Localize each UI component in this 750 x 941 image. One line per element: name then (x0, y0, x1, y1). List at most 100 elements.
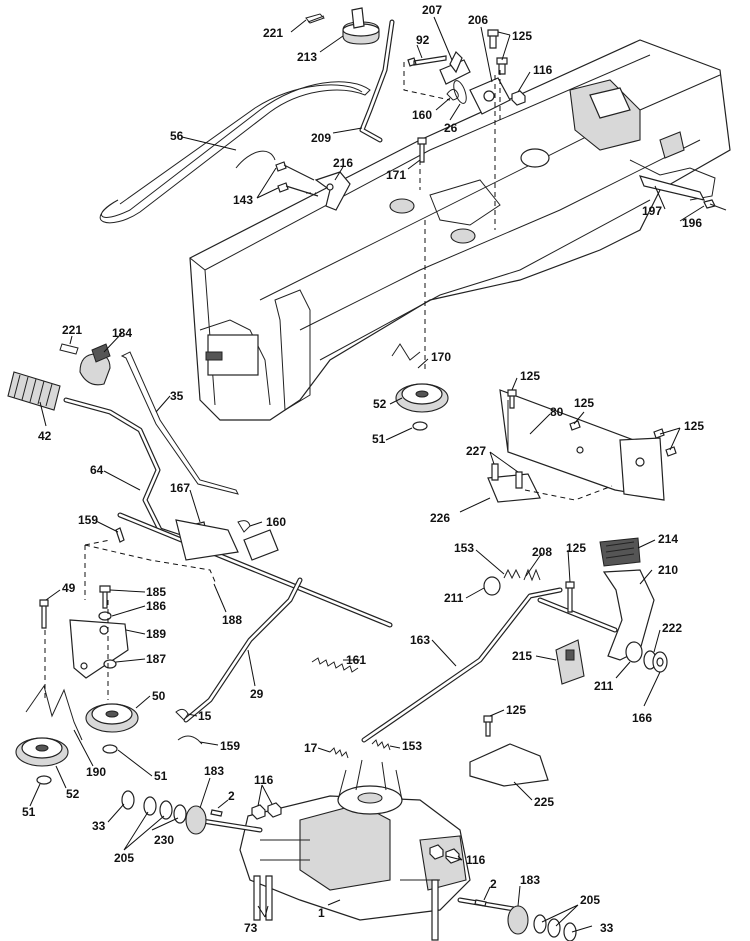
callout-159: 159 (78, 513, 98, 527)
callout-116: 116 (254, 773, 274, 787)
callout-189: 189 (146, 627, 166, 641)
callout-209: 209 (311, 131, 331, 145)
callout-125: 125 (574, 396, 594, 410)
nuts-116-transaxle-right (429, 844, 460, 864)
callout-187: 187 (146, 652, 166, 666)
bolt-49 (39, 599, 49, 629)
bolts-227 (491, 463, 523, 489)
bolt-185 (99, 585, 111, 609)
callout-33: 33 (92, 819, 106, 833)
callout-216: 216 (333, 156, 353, 170)
hub-183-left (185, 805, 207, 835)
callout-163: 163 (410, 633, 430, 647)
callout-80: 80 (550, 405, 564, 419)
callout-33: 33 (600, 921, 614, 935)
handle-grip-42 (7, 371, 61, 411)
callout-183: 183 (204, 764, 224, 778)
callout-210: 210 (658, 563, 678, 577)
callout-35: 35 (170, 389, 184, 403)
callout-153: 153 (454, 541, 474, 555)
knob-184 (79, 343, 111, 386)
callout-143: 143 (233, 193, 253, 207)
bolt-171 (417, 137, 427, 163)
nuts-116-transaxle-top (251, 802, 282, 820)
idler-arm-189 (69, 619, 129, 679)
callout-2: 2 (228, 789, 235, 803)
callout-188: 188 (222, 613, 242, 627)
hub-183-right (507, 905, 529, 935)
washer-186 (98, 611, 112, 621)
callout-221: 221 (62, 323, 82, 337)
callout-161: 161 (346, 653, 366, 667)
clip-221-left (59, 343, 79, 355)
callout-64: 64 (90, 463, 104, 477)
spring-153-bottom (371, 739, 391, 751)
callout-211: 211 (594, 679, 614, 693)
callout-190: 190 (86, 765, 106, 779)
pulley-52-bottom (15, 737, 69, 767)
callout-labels: 221 213 207 206 92 125 116 56 160 26 209… (22, 3, 704, 935)
callout-52: 52 (373, 397, 387, 411)
axle-right (457, 897, 523, 913)
pivot-shaft-188 (117, 512, 393, 628)
spring-170 (391, 343, 421, 361)
washer-166 (652, 651, 668, 673)
bolt-196 (703, 199, 727, 211)
callout-206: 206 (468, 13, 488, 27)
callout-167: 167 (170, 481, 190, 495)
callout-153: 153 (402, 739, 422, 753)
switch-215 (555, 639, 585, 685)
spring-161 (311, 657, 359, 673)
rod-29 (183, 577, 303, 723)
bracket-80 (499, 389, 665, 501)
callout-208: 208 (532, 545, 552, 559)
callout-207: 207 (422, 3, 442, 17)
callout-1: 1 (318, 906, 325, 920)
shield-225 (469, 743, 549, 787)
lift-rod-35 (120, 351, 239, 495)
pin-159-top (115, 527, 125, 543)
bolts-143 (275, 161, 319, 197)
callout-222: 222 (662, 621, 682, 635)
transaxle-1 (239, 759, 471, 921)
tractor-frame (189, 39, 731, 421)
bolt-125-pedal (565, 581, 575, 613)
ring-33-left (121, 790, 135, 810)
callout-196: 196 (682, 216, 702, 230)
callout-226: 226 (430, 511, 450, 525)
callout-116: 116 (466, 853, 486, 867)
callout-160: 160 (412, 108, 432, 122)
callout-213: 213 (297, 50, 317, 64)
bushing-211-left (483, 576, 501, 596)
key-2-left (210, 809, 223, 817)
nut-51-mid (102, 744, 118, 754)
callout-170: 170 (431, 350, 451, 364)
spring-26 (453, 80, 467, 104)
callout-205: 205 (580, 893, 600, 907)
callout-215: 215 (512, 649, 532, 663)
callout-230: 230 (154, 833, 174, 847)
spring-208 (523, 568, 541, 582)
bolts-73 (253, 875, 439, 941)
callout-183: 183 (520, 873, 540, 887)
callout-116: 116 (533, 63, 553, 77)
callout-15: 15 (198, 709, 212, 723)
callout-73: 73 (244, 921, 258, 935)
callout-186: 186 (146, 599, 166, 613)
callout-227: 227 (466, 444, 486, 458)
pulley-52-center (395, 383, 449, 413)
callout-211: 211 (444, 591, 464, 605)
callout-49: 49 (62, 581, 76, 595)
shift-bracket-206 (469, 77, 511, 115)
washer-230 (173, 804, 187, 824)
callout-221: 221 (263, 26, 283, 40)
callout-50: 50 (152, 689, 166, 703)
washers-205-left (143, 796, 173, 820)
callout-166: 166 (632, 711, 652, 725)
callout-2: 2 (490, 877, 497, 891)
brake-rod-163 (361, 587, 563, 743)
shift-knob-213 (342, 7, 380, 45)
callout-185: 185 (146, 585, 166, 599)
bracket-mid (175, 519, 279, 561)
